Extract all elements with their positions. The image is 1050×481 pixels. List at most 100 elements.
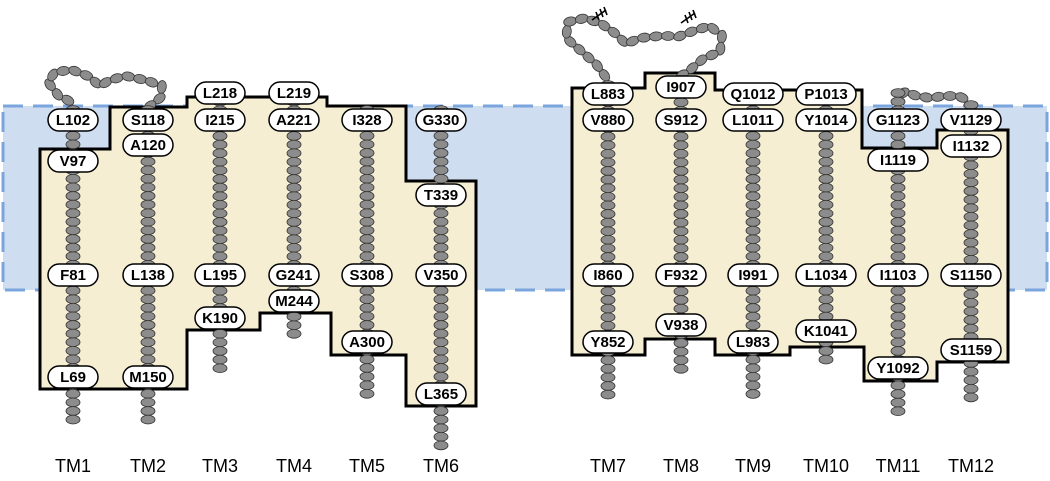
- residue-label: S912: [655, 108, 707, 132]
- residue-label: Q1012: [722, 82, 784, 106]
- residue-label: M150: [122, 365, 174, 389]
- helix-residue: [818, 251, 834, 262]
- residue-label: L69: [47, 365, 99, 389]
- helix-residue: [818, 157, 834, 167]
- loop-residue: [616, 34, 629, 47]
- residue-label: Y852: [582, 330, 634, 354]
- tm-label: TM5: [349, 456, 385, 476]
- helix-residue: [140, 242, 156, 253]
- helix-residue: [65, 131, 81, 141]
- residue-label-text: I860: [593, 267, 622, 284]
- helix-residue: [433, 337, 449, 348]
- helix-residue: [433, 414, 449, 425]
- helix-residue: [359, 354, 375, 365]
- helix-residue: [600, 235, 616, 245]
- helix-residue: [359, 199, 375, 210]
- helix-residue: [673, 243, 689, 254]
- helix-residue: [890, 294, 906, 305]
- residue-label-text: L138: [131, 267, 165, 284]
- residue-label-text: S308: [349, 267, 384, 284]
- helix-residue: [65, 328, 81, 339]
- helix-residue: [963, 237, 979, 248]
- helix-residue: [745, 320, 761, 331]
- residue-label: F932: [655, 263, 707, 287]
- helix-residue: [359, 139, 375, 150]
- residue-label: V350: [415, 263, 467, 287]
- helix-residue: [140, 320, 156, 330]
- helix-residue: [963, 169, 979, 179]
- residue-label: L219: [268, 81, 320, 105]
- helix-residue: [140, 234, 156, 244]
- helix-residue: [600, 149, 616, 159]
- helix-residue: [212, 337, 228, 348]
- helix-residue: [745, 200, 761, 210]
- helix-residue: [818, 208, 834, 219]
- loop-residue: [661, 31, 675, 41]
- helix-residue: [433, 345, 449, 356]
- helix-residue: [359, 388, 375, 399]
- helix-residue: [600, 209, 616, 219]
- residue-label-text: S1159: [950, 342, 993, 359]
- helix-residue: [818, 243, 834, 253]
- helix-residue: [890, 96, 906, 107]
- helix-residue: [286, 200, 302, 210]
- loop-residue: [133, 73, 147, 85]
- helix-residue: [890, 174, 906, 184]
- helix-residue: [673, 140, 689, 151]
- helix-residue: [212, 139, 228, 150]
- residue-label-text: S912: [663, 112, 698, 129]
- helix-residue: [433, 302, 449, 313]
- helix-residue: [359, 208, 375, 219]
- helix-residue: [140, 225, 156, 236]
- helix-residue: [600, 131, 616, 142]
- helix-residue: [140, 285, 156, 296]
- helix-residue: [286, 165, 302, 176]
- helix-residue: [359, 217, 375, 227]
- residue-label: I860: [582, 263, 634, 287]
- helix-residue: [818, 131, 834, 141]
- helix-residue: [65, 191, 81, 201]
- helix-residue: [212, 131, 228, 141]
- helix-residue: [212, 157, 228, 167]
- helix-residue: [212, 354, 228, 365]
- helix-residue: [359, 294, 375, 305]
- helix-residue: [745, 294, 761, 305]
- residue-label: L138: [122, 263, 174, 287]
- tm-label: TM4: [276, 456, 312, 476]
- residue-label: S1159: [940, 338, 1002, 362]
- helix-residue: [140, 251, 156, 262]
- helix-residue: [673, 363, 689, 374]
- residue-label-text: I991: [738, 267, 767, 284]
- helix-residue: [286, 174, 302, 184]
- helix-residue: [359, 311, 375, 322]
- helix-residue: [212, 182, 228, 193]
- helix-residue: [433, 311, 449, 322]
- helix-residue: [212, 294, 228, 305]
- residue-label-text: L218: [203, 85, 237, 102]
- loop-residue: [44, 78, 56, 91]
- helix-residue: [65, 388, 81, 399]
- helix-residue: [140, 156, 156, 167]
- helix-residue: [745, 191, 761, 202]
- helix-residue: [359, 225, 375, 236]
- residue-label: I215: [194, 108, 246, 132]
- helix-residue: [673, 131, 689, 142]
- helix-residue: [212, 217, 228, 227]
- helix-residue: [65, 337, 81, 348]
- helix-residue: [140, 328, 156, 339]
- helix-residue: [818, 174, 834, 184]
- residue-labels-layer: L102V97F81L69S118A120L138M150L218I215L19…: [47, 75, 1002, 406]
- helix-residue: [963, 375, 979, 386]
- helix-residue: [359, 242, 375, 253]
- loop-residue: [121, 71, 136, 82]
- helix-residue: [359, 251, 375, 262]
- helix-residue: [212, 174, 228, 184]
- helix-residue: [65, 234, 81, 244]
- helix-residue: [140, 388, 156, 399]
- helix-residue: [286, 225, 302, 236]
- helix-residue: [212, 328, 228, 339]
- helix-residue: [600, 243, 616, 254]
- helix-residue: [745, 217, 761, 227]
- helix-residue: [286, 139, 302, 150]
